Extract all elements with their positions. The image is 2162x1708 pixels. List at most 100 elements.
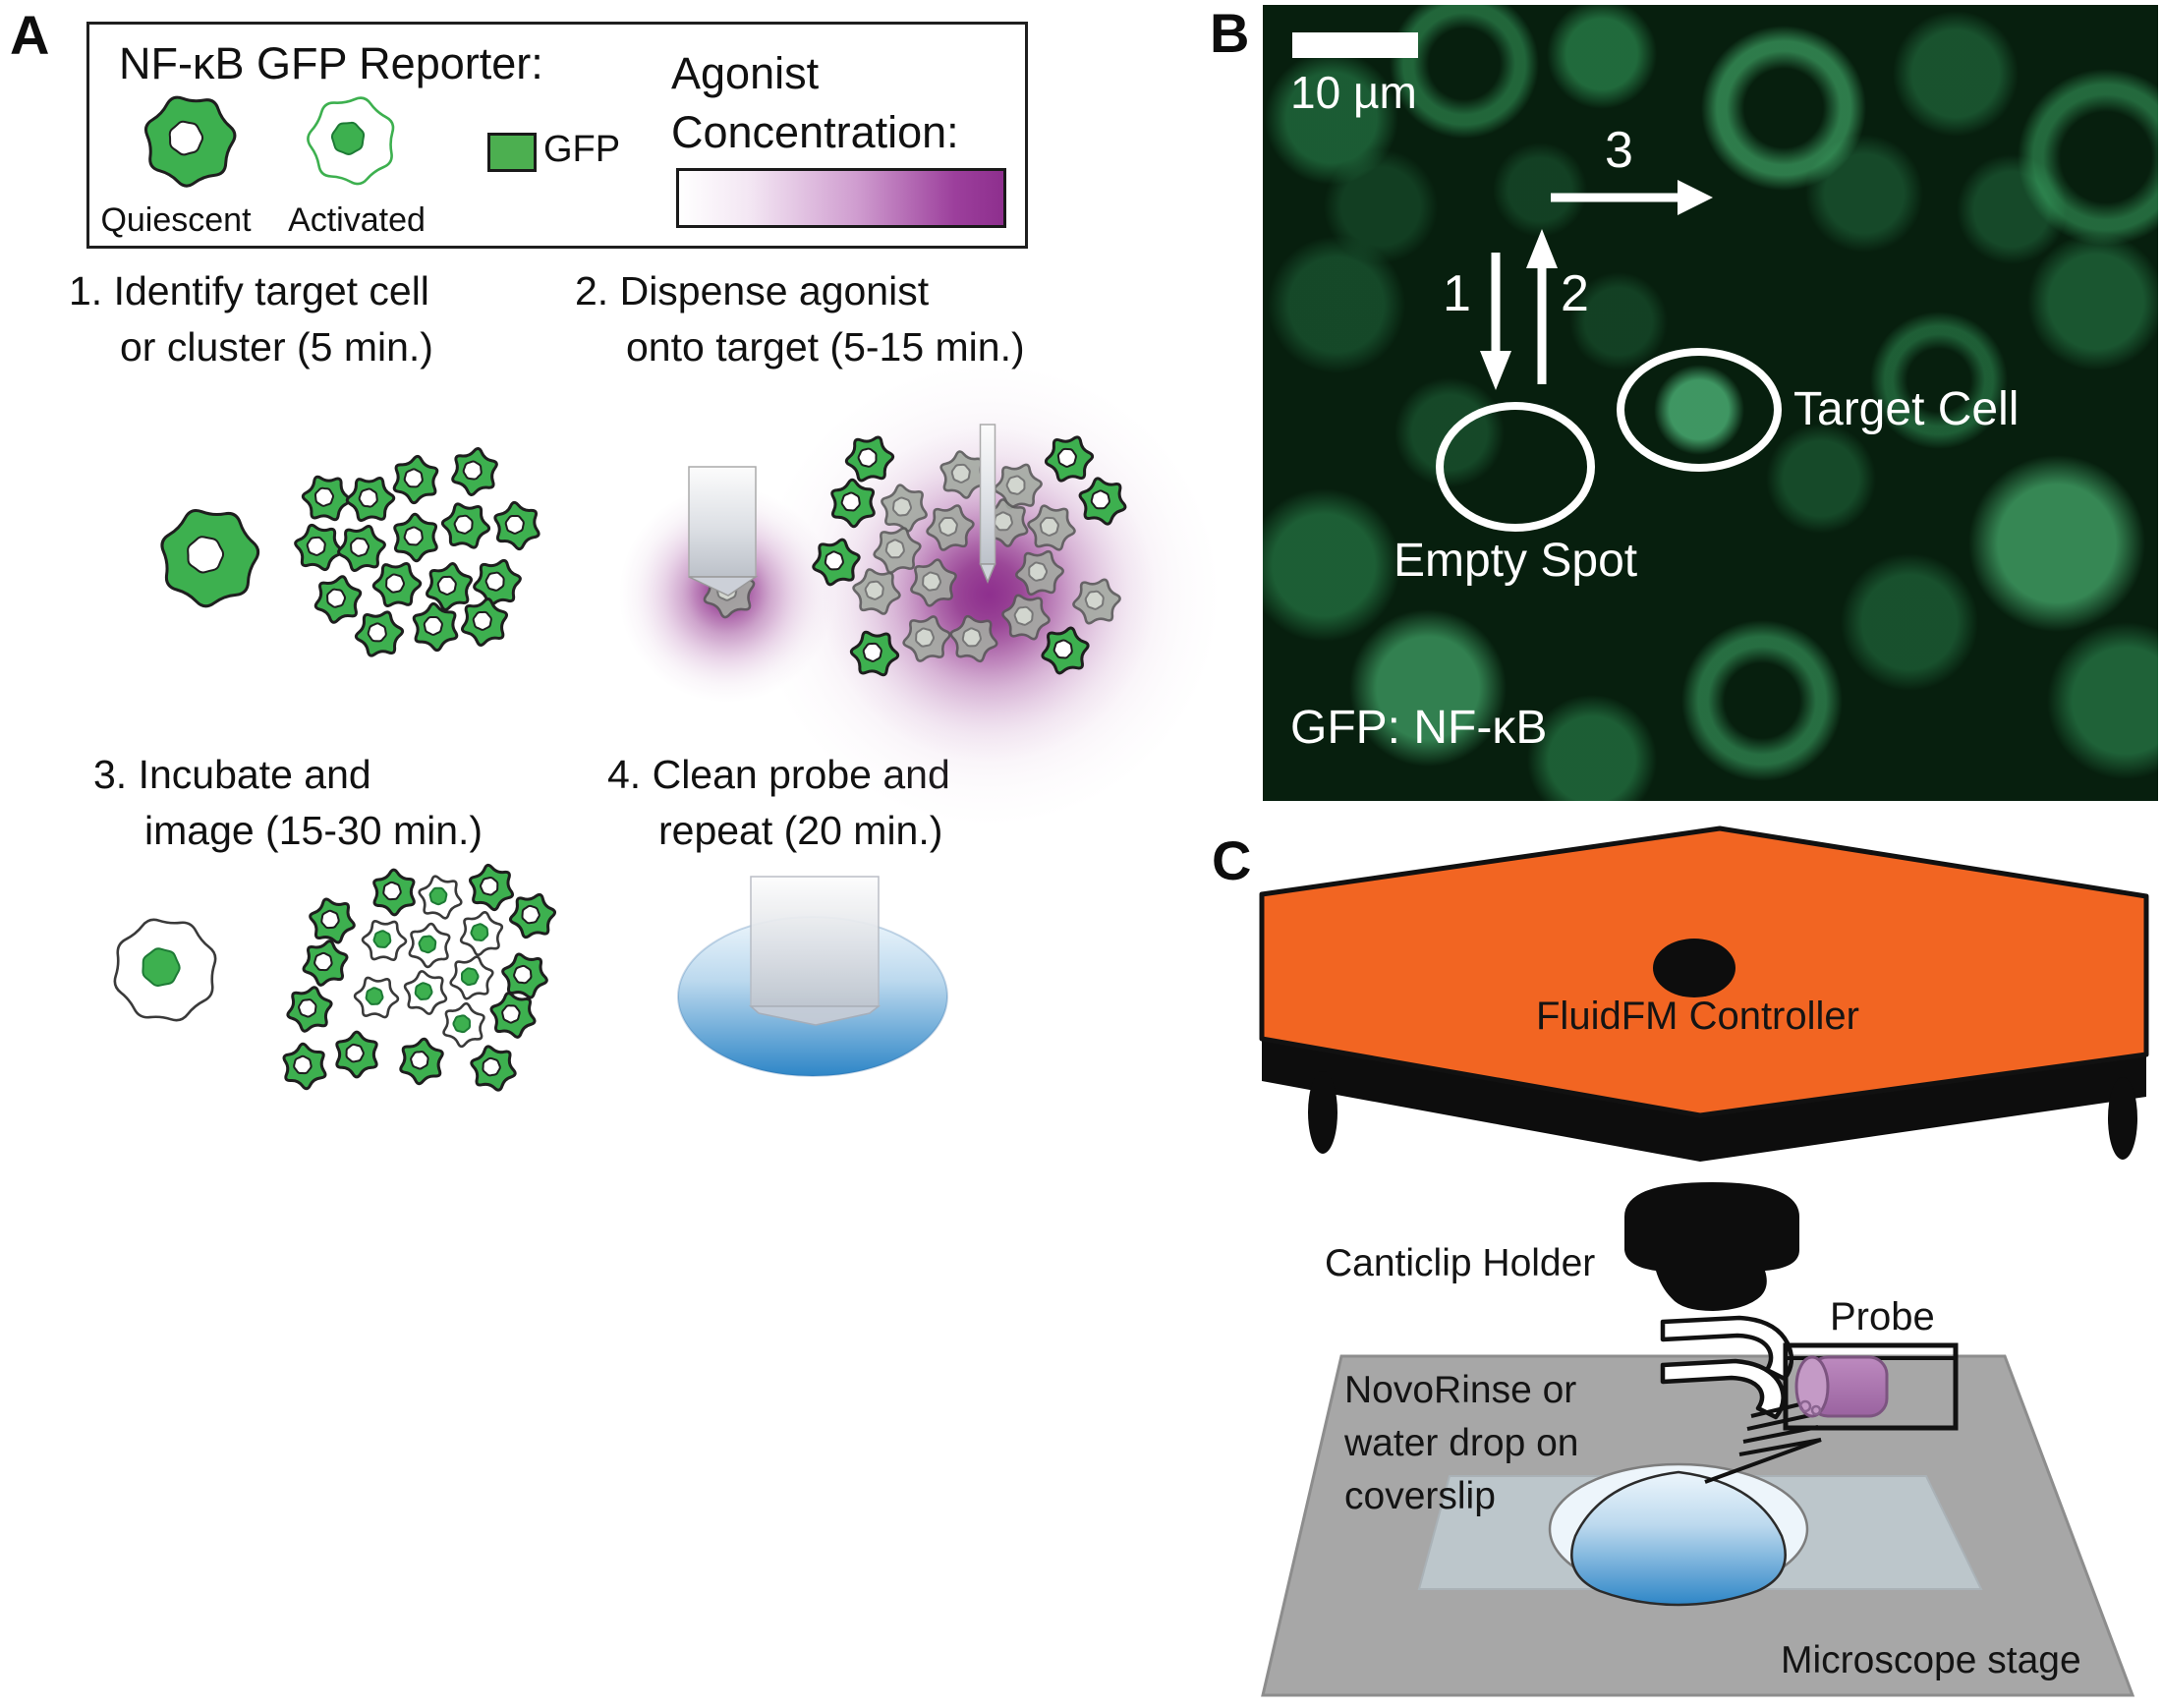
cell-nucleus: [472, 610, 492, 631]
cell-nucleus: [326, 588, 347, 608]
step-4-line2: repeat (20 min.): [658, 808, 943, 853]
dispense-needle-icon: [979, 424, 996, 584]
cell-nucleus: [306, 536, 326, 556]
cell-nucleus: [922, 571, 942, 592]
cell-nucleus: [313, 951, 333, 972]
step-2-line2: onto target (5-15 min.): [626, 324, 1025, 370]
cell-nucleus: [428, 886, 448, 906]
probe-tip-icon: [688, 466, 759, 597]
droplet-label-line3: coverslip: [1344, 1475, 1496, 1517]
step-1-text: 1. Identify target cell or cluster (5 mi…: [69, 263, 433, 375]
cell-nucleus: [320, 909, 340, 930]
quiescent-label: Quiescent: [100, 201, 252, 239]
reporter-legend-box: NF-κB GFP Reporter: Quiescent Activated …: [86, 22, 1028, 249]
cell-nucleus: [168, 120, 204, 156]
panel-a-label: A: [10, 4, 50, 66]
cell-nucleus: [857, 447, 878, 468]
cell-nucleus: [993, 511, 1013, 532]
step-2-line1: 2. Dispense agonist: [575, 268, 930, 313]
cell-nucleus: [460, 967, 480, 987]
step-3-illustration: [113, 863, 557, 1092]
cell-nucleus: [470, 923, 489, 941]
legend-title: NF-κB GFP Reporter:: [119, 38, 543, 88]
droplet-label-line2: water drop on: [1344, 1422, 1579, 1464]
cell-nucleus: [862, 642, 882, 662]
arrow-up-head: [1526, 229, 1558, 268]
controller-foot-left-icon: [1308, 1071, 1337, 1154]
cell-nucleus: [350, 537, 370, 557]
cell-nucleus: [884, 539, 905, 559]
agonist-concentration-gradient: [676, 168, 1006, 228]
step-3-line1: 3. Incubate and: [93, 752, 371, 797]
cell-nucleus: [293, 1054, 313, 1075]
cell-nucleus: [142, 947, 181, 987]
cell-nucleus: [403, 468, 424, 488]
cell-nucleus: [1056, 447, 1077, 468]
cell-nucleus: [824, 550, 844, 571]
arrow-1-label: 1: [1443, 265, 1471, 322]
cell-nucleus: [313, 486, 335, 507]
canticlip-holder-label: Canticlip Holder: [1325, 1242, 1596, 1284]
cell-nucleus: [365, 987, 384, 1005]
cell-nucleus: [403, 526, 424, 546]
scale-bar-label: 10 µm: [1290, 67, 1417, 118]
droplet-label-line1: NovoRinse or: [1344, 1369, 1577, 1411]
step-3-text: 3. Incubate and image (15-30 min.): [93, 747, 483, 859]
cell-nucleus: [1090, 489, 1110, 510]
cell-nucleus: [298, 998, 317, 1018]
cell-nucleus: [330, 121, 366, 155]
step-3-line2: image (15-30 min.): [144, 808, 484, 853]
arrow-right-head: [1678, 180, 1713, 215]
arrow-down-head: [1480, 351, 1511, 390]
cell-nucleus: [410, 1051, 429, 1070]
cell-nucleus: [1084, 590, 1105, 610]
cell-nucleus: [504, 514, 525, 535]
panel-b-label: B: [1210, 2, 1250, 64]
controller-hole-icon: [1653, 939, 1735, 997]
cell-nucleus: [938, 516, 958, 537]
cell-nucleus: [484, 571, 505, 592]
cell-nucleus: [482, 1056, 501, 1077]
gfp-swatch-icon: [487, 133, 537, 172]
canticlip-holder-icon: [1624, 1182, 1799, 1311]
cell-nucleus: [950, 463, 971, 484]
cell-nucleus: [840, 491, 861, 512]
agonist-line1: Agonist: [671, 48, 820, 98]
canticlip-icon: [1660, 1315, 1794, 1420]
legend-cell-icons: [144, 95, 395, 188]
controller-base-icon: [1262, 1039, 2146, 1162]
cell-nucleus: [382, 881, 402, 901]
agonist-line2: Concentration:: [671, 107, 959, 157]
step-1-line2: or cluster (5 min.): [120, 324, 433, 370]
cell-nucleus: [915, 627, 935, 648]
cell-nucleus: [453, 514, 474, 535]
probe-icon: [1783, 1342, 1959, 1431]
cell-nucleus: [891, 496, 913, 517]
micrograph-annotations: [1436, 180, 1782, 532]
scale-bar: [1292, 32, 1418, 58]
cell-nucleus: [1039, 516, 1059, 537]
target-cell-circle: [1617, 348, 1782, 472]
droplet-label: NovoRinse or water drop on coverslip: [1344, 1364, 1669, 1523]
empty-spot-label: Empty Spot: [1394, 535, 1638, 587]
instrument-schematic: FluidFM Controller Canticlip Holder Prob…: [1209, 826, 2162, 1708]
cell-nucleus: [1028, 561, 1049, 582]
empty-spot-circle: [1436, 402, 1595, 532]
controller-foot-right-icon: [2108, 1077, 2137, 1160]
step-2-text: 2. Dispense agonist onto target (5-15 mi…: [575, 263, 1025, 375]
target-cell-label: Target Cell: [1793, 383, 2020, 435]
micrograph: 10 µm 1 2 3 Target Cell Empty Spot GFP: …: [1263, 5, 2158, 801]
water-drop-icon: [1548, 1462, 1809, 1607]
cell-nucleus: [1013, 605, 1034, 626]
cell-nucleus: [1005, 475, 1026, 495]
cell-nucleus: [418, 935, 437, 954]
probe-clean-icon: [749, 876, 882, 1026]
activated-label: Activated: [288, 201, 426, 239]
cell-nucleus: [1053, 639, 1073, 659]
cell-nucleus: [187, 536, 225, 574]
cell-nucleus: [521, 904, 540, 925]
cell-nucleus: [961, 627, 982, 648]
fluidfm-controller-label: FluidFM Controller: [1536, 995, 1859, 1038]
arrow-2-label: 2: [1561, 265, 1589, 322]
cell-nucleus: [436, 575, 457, 596]
